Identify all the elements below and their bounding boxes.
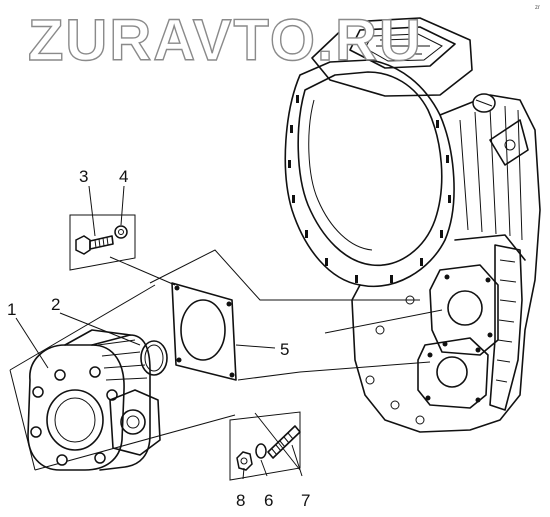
callout-7: 7	[301, 491, 310, 510]
corner-mark: zr	[535, 5, 540, 11]
projection-lines	[9, 249, 443, 471]
callout-1: 1	[7, 300, 16, 319]
stud-nut-inset	[229, 411, 301, 481]
watermark-text: ZURAVTO.RU	[28, 8, 423, 73]
callout-2: 2	[51, 295, 60, 314]
bolt-washer-inset	[69, 214, 136, 271]
transmission-housing	[284, 17, 541, 433]
gasket-plate	[171, 282, 237, 381]
callout-6: 6	[264, 491, 273, 510]
o-ring	[140, 340, 168, 376]
callout-8: 8	[236, 491, 245, 510]
callout-3: 3	[79, 167, 88, 186]
callout-leaders	[15, 185, 303, 480]
callout-4: 4	[119, 167, 128, 186]
hydraulic-pump	[27, 329, 161, 471]
callout-5: 5	[280, 340, 289, 359]
